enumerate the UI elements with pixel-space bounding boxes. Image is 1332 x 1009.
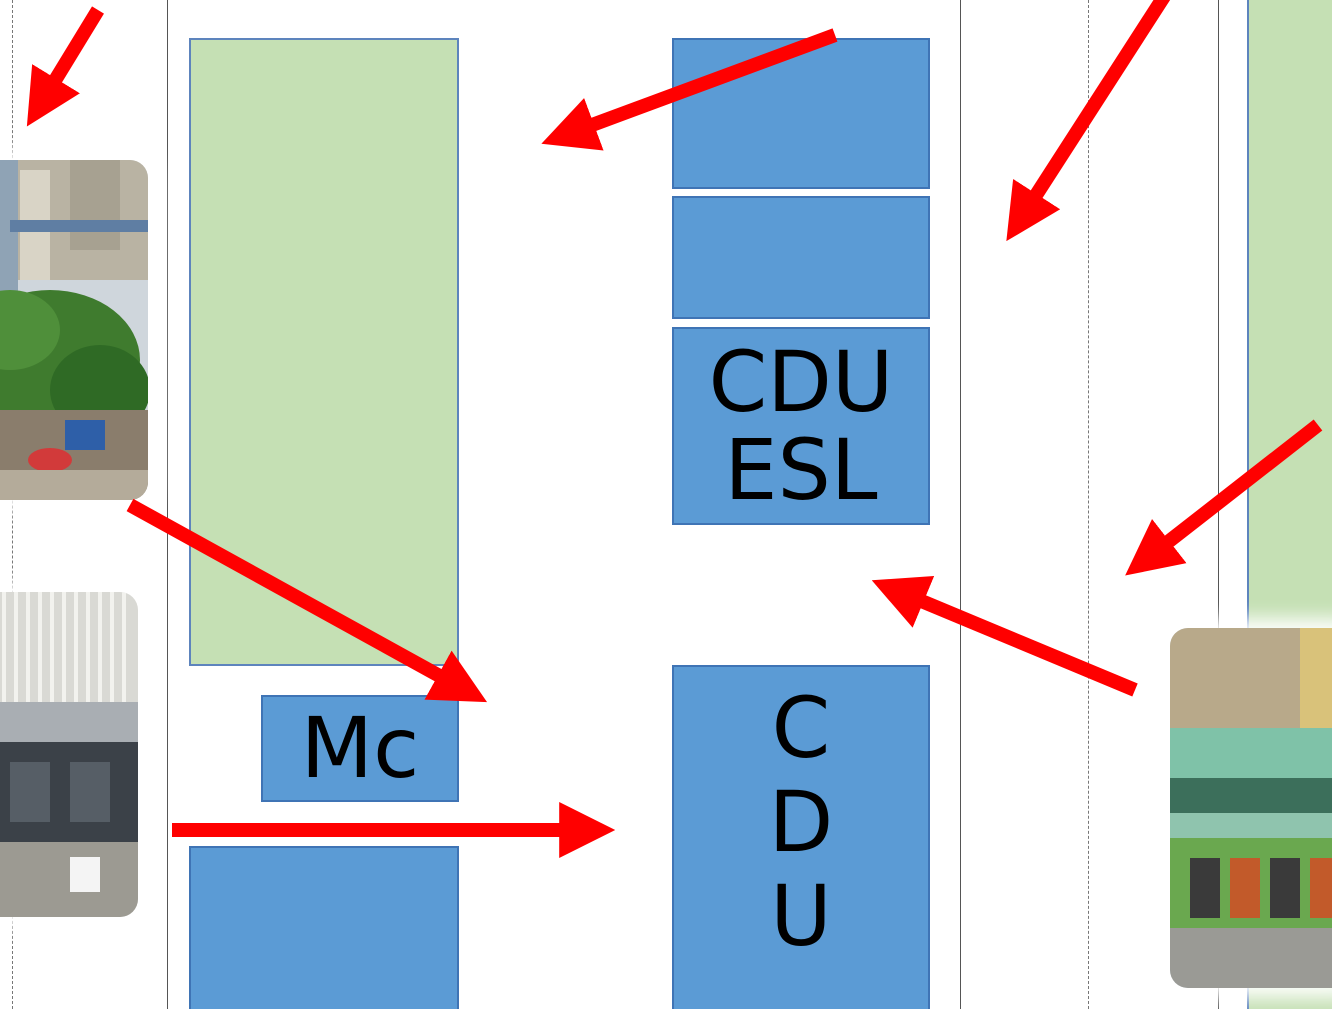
building-block-left xyxy=(189,38,459,666)
cdu-letter-c: C xyxy=(771,679,831,777)
arrow-right-to-cdu-esl xyxy=(871,576,1138,697)
cdu-esl-line2: ESL xyxy=(724,421,878,519)
building-block-top-2 xyxy=(672,196,930,319)
building-photo-left-bottom xyxy=(0,592,138,917)
mcdonalds-block: Mc xyxy=(261,695,459,802)
cdu-letter-u: U xyxy=(770,867,832,966)
arrow-top-left xyxy=(26,6,104,127)
building-photo-image xyxy=(0,592,138,917)
cdu-esl-line1: CDU xyxy=(708,332,894,431)
mcdonalds-label: Mc xyxy=(300,699,420,798)
cdu-letter-d: D xyxy=(768,773,834,872)
storefront-photo-image xyxy=(1170,628,1332,988)
cdu-vertical-label: C D U xyxy=(674,667,928,1009)
road-line-right-dashed xyxy=(1088,0,1089,1009)
cdu-esl-label: CDU ESL xyxy=(674,329,928,523)
building-block-top-1 xyxy=(672,38,930,189)
street-photo-left-top xyxy=(0,160,148,500)
road-line-left xyxy=(167,0,168,1009)
road-line-left-dashed xyxy=(12,0,13,1009)
cdu-block: C D U xyxy=(672,665,930,1009)
storefront-photo-right xyxy=(1170,628,1332,988)
street-photo-image xyxy=(0,160,148,500)
arrow-top-right xyxy=(1006,0,1171,242)
cdu-esl-block: CDU ESL xyxy=(672,327,930,525)
building-block-bottom-left xyxy=(189,846,459,1009)
road-line-middle xyxy=(960,0,961,1009)
